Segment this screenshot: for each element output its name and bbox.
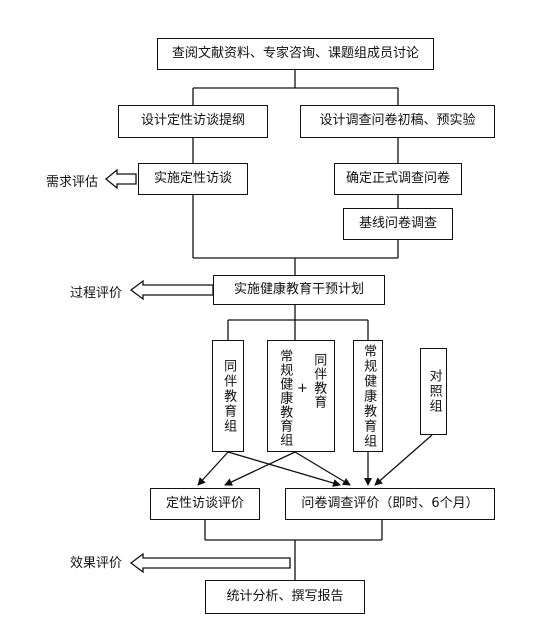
node-qualitative-evaluation-label: 定性访谈评价 — [165, 495, 244, 511]
label-needs-assessment: 需求评估 — [46, 175, 99, 190]
node-questionnaire-evaluation: 问卷调查评价（即时、6个月） — [285, 488, 495, 520]
node-intervention: 实施健康教育干预计划 — [213, 275, 385, 305]
node-statistical-report-label: 统计分析、撰写报告 — [226, 588, 344, 604]
node-qualitative-evaluation: 定性访谈评价 — [150, 488, 260, 520]
effect-arrow — [129, 552, 291, 574]
group-combined-left-label: 常规健康教育组 — [277, 349, 293, 447]
label-effect-evaluation: 效果评价 — [70, 556, 123, 571]
node-statistical-report: 统计分析、撰写报告 — [205, 580, 365, 614]
group-peer-education-label: 同伴教育组 — [221, 358, 237, 434]
node-design-questionnaire: 设计调查问卷初稿、预实验 — [300, 105, 495, 138]
label-process-evaluation: 过程评价 — [70, 286, 123, 301]
node-final-questionnaire: 确定正式调查问卷 — [334, 163, 462, 195]
node-questionnaire-evaluation-label: 问卷调查评价（即时、6个月） — [301, 495, 479, 511]
node-baseline-survey: 基线问卷调查 — [343, 208, 453, 240]
process-arrow — [129, 279, 214, 301]
node-design-qualitative-label: 设计定性访谈提纲 — [140, 113, 245, 129]
node-design-qualitative: 设计定性访谈提纲 — [118, 105, 268, 138]
group-combined-right-label: 同伴教育 — [311, 353, 327, 409]
group-peer-education: 同伴教育组 — [212, 340, 244, 452]
node-literature-review-label: 查阅文献资料、专家咨询、课题组成员讨论 — [171, 45, 419, 61]
node-literature-review: 查阅文献资料、专家咨询、课题组成员讨论 — [157, 38, 434, 70]
group-regular-education-label: 常规健康教育组 — [361, 343, 377, 449]
node-final-questionnaire-label: 确定正式调查问卷 — [345, 170, 450, 186]
node-baseline-survey-label: 基线问卷调查 — [358, 215, 437, 231]
group-combined: 常规健康教育组 + 同伴教育 — [267, 340, 335, 452]
group-control: 对照组 — [420, 348, 447, 435]
node-design-questionnaire-label: 设计调查问卷初稿、预实验 — [319, 113, 476, 129]
node-implement-qualitative-label: 实施定性访谈 — [153, 170, 232, 186]
group-control-label: 对照组 — [426, 369, 442, 414]
node-intervention-label: 实施健康教育干预计划 — [233, 281, 364, 297]
group-regular-education: 常规健康教育组 — [353, 340, 383, 452]
node-implement-qualitative: 实施定性访谈 — [138, 163, 248, 195]
needs-arrow — [104, 168, 137, 190]
group-combined-plus: + — [297, 381, 308, 396]
